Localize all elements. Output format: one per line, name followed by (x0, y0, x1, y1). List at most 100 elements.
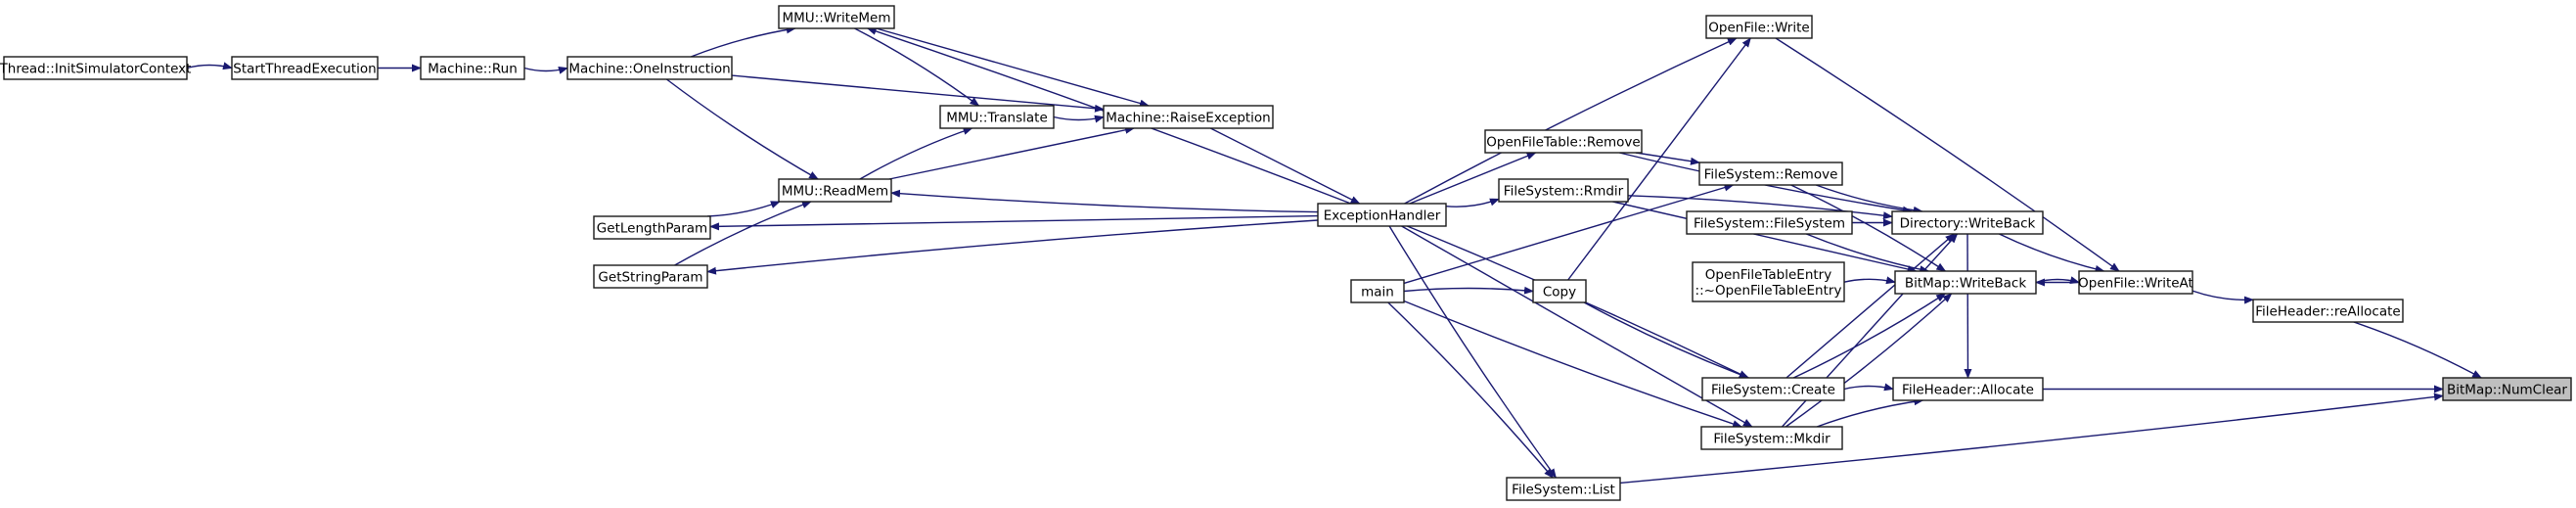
edge-line (1627, 195, 1893, 220)
node-fh-allocate[interactable]: FileHeader::Allocate (1892, 377, 2044, 401)
edge-line (709, 214, 1319, 231)
node-label: FileSystem::Remove (1704, 167, 1838, 183)
edge-line (1388, 225, 1557, 479)
node-box (1700, 426, 1843, 450)
edge-main-to-fs_list (1387, 301, 1554, 479)
node-label: Copy (1543, 285, 1576, 300)
node-fs-filesystem[interactable]: FileSystem::FileSystem (1686, 210, 1853, 235)
node-get-string[interactable]: GetStringParam (593, 264, 708, 289)
node-box (1891, 210, 2044, 235)
edge-fs_mkdir-to-fh_allocate (1816, 397, 1924, 428)
node-get-length[interactable]: GetLengthParam (593, 215, 711, 240)
node-label: StartThreadExecution (233, 62, 376, 77)
node-fs-rmdir[interactable]: FileSystem::Rmdir (1498, 178, 1629, 203)
node-label: Machine::Run (428, 62, 518, 77)
node-box (1698, 162, 1843, 186)
edge-fs_rmdir-to-bitmap_writeback (1612, 201, 1918, 273)
edge-line (1404, 37, 1738, 205)
node-box (1894, 270, 2037, 295)
edge-line (1403, 286, 1534, 295)
edge-line (1775, 37, 2120, 272)
node-fs-create[interactable]: FileSystem::Create (1701, 377, 1845, 401)
edge-ofte_dtor-to-bitmap_writeback (1843, 276, 1896, 285)
edge-fs_list-to-bitmap_numclear (1619, 393, 2444, 485)
edge-exc_handler-to-get_length (709, 214, 1319, 231)
edge-line (1785, 233, 1956, 379)
nodes-layer: Thread::InitSimulatorContext StartThreadE… (0, 5, 2572, 501)
edge-line (706, 219, 1319, 275)
edge-line (1583, 301, 1750, 379)
edge-exc_handler-to-openfile_write (1404, 37, 1738, 205)
edge-line (2353, 321, 2483, 379)
node-label: Machine::OneInstruction (568, 62, 730, 77)
edge-line (1843, 383, 1894, 392)
node-fs-mkdir[interactable]: FileSystem::Mkdir (1700, 426, 1843, 450)
edge-line (1964, 233, 1972, 379)
edge-mmu_readmem-to-raise_exc (888, 125, 1136, 180)
node-fs-list[interactable]: FileSystem::List (1506, 477, 1621, 501)
edge-line (690, 25, 796, 58)
node-box (778, 178, 892, 203)
node-raise-exc[interactable]: Machine::RaiseException (1103, 105, 1274, 129)
edge-line (1387, 301, 1554, 479)
edge-line (1792, 293, 1947, 379)
node-init-sim[interactable]: Thread::InitSimulatorContext (0, 56, 191, 80)
edge-one_instr-to-raise_exc (731, 74, 1105, 113)
edge-fs_create-to-fh_allocate (1843, 383, 1894, 392)
node-box (593, 264, 708, 289)
edge-line (731, 74, 1105, 113)
edge-fh_reallocate-to-bitmap_numclear (2353, 321, 2483, 379)
edge-line (1999, 233, 2105, 273)
node-bitmap-numclear[interactable]: BitMap::NumClear (2442, 377, 2572, 401)
edge-fs_create-to-dir_writeback (1785, 233, 1956, 379)
edge-line (859, 127, 973, 180)
edge-line (1403, 300, 1743, 428)
node-box (231, 56, 379, 80)
node-box (566, 56, 733, 80)
node-start-thread[interactable]: StartThreadExecution (231, 56, 379, 80)
edge-line (890, 189, 1319, 213)
edge-exc_handler-to-fs_rmdir (1445, 198, 1500, 208)
edge-line (854, 27, 980, 107)
node-label: MMU::ReadMem (782, 184, 888, 200)
node-exc-handler[interactable]: ExceptionHandler (1317, 203, 1447, 227)
node-box (1484, 129, 1643, 154)
node-label: GetLengthParam (597, 221, 707, 237)
node-box (1506, 477, 1621, 501)
node-openfile-write[interactable]: OpenFile::Write (1705, 15, 1813, 39)
node-main[interactable]: main (1350, 279, 1405, 303)
node-one-instr[interactable]: Machine::OneInstruction (566, 56, 733, 80)
edge-line (1401, 225, 1753, 428)
node-label: FileHeader::Allocate (1902, 383, 2034, 398)
node-box (939, 105, 1055, 129)
node-copy[interactable]: Copy (1532, 279, 1587, 303)
node-box (2442, 377, 2572, 401)
node-mmu-readmem[interactable]: MMU::ReadMem (778, 178, 892, 203)
node-openfile-writeat[interactable]: OpenFile::WriteAt (2078, 270, 2193, 295)
node-bitmap-writeback[interactable]: BitMap::WriteBack (1894, 270, 2037, 295)
edge-main-to-fs_mkdir (1403, 300, 1743, 428)
node-fh-reallocate[interactable]: FileHeader::reAllocate (2252, 299, 2404, 323)
node-mmu-translate[interactable]: MMU::Translate (939, 105, 1055, 129)
edge-fs_remove-to-bitmap_writeback (1790, 184, 1947, 272)
node-box (1701, 377, 1845, 401)
node-fs-remove[interactable]: FileSystem::Remove (1698, 162, 1843, 186)
edge-one_instr-to-mmu_writemem (690, 25, 796, 58)
node-oft-remove[interactable]: OpenFileTable::Remove (1484, 129, 1643, 154)
edge-mmu_translate-to-raise_exc (1053, 115, 1105, 123)
edge-line (1815, 184, 1923, 214)
node-label: FileSystem::Mkdir (1713, 432, 1830, 447)
edge-line (1781, 233, 1959, 428)
node-mmu-writemem[interactable]: MMU::WriteMem (778, 5, 895, 29)
edge-raise_exc-to-exc_handler (1209, 127, 1361, 205)
edge-fs_rmdir-to-dir_writeback (1627, 195, 1893, 220)
node-machine-run[interactable]: Machine::Run (420, 56, 525, 80)
node-dir-writeback[interactable]: Directory::WriteBack (1891, 210, 2044, 235)
node-label: FileHeader::reAllocate (2255, 304, 2400, 320)
edge-line (1790, 184, 1947, 272)
edge-line (2192, 290, 2254, 304)
edge-fs_mkdir-to-dir_writeback (1781, 233, 1959, 428)
node-ofte-dtor[interactable]: OpenFileTableEntry::~OpenFileTableEntry (1692, 261, 1845, 302)
edge-line (523, 67, 568, 74)
